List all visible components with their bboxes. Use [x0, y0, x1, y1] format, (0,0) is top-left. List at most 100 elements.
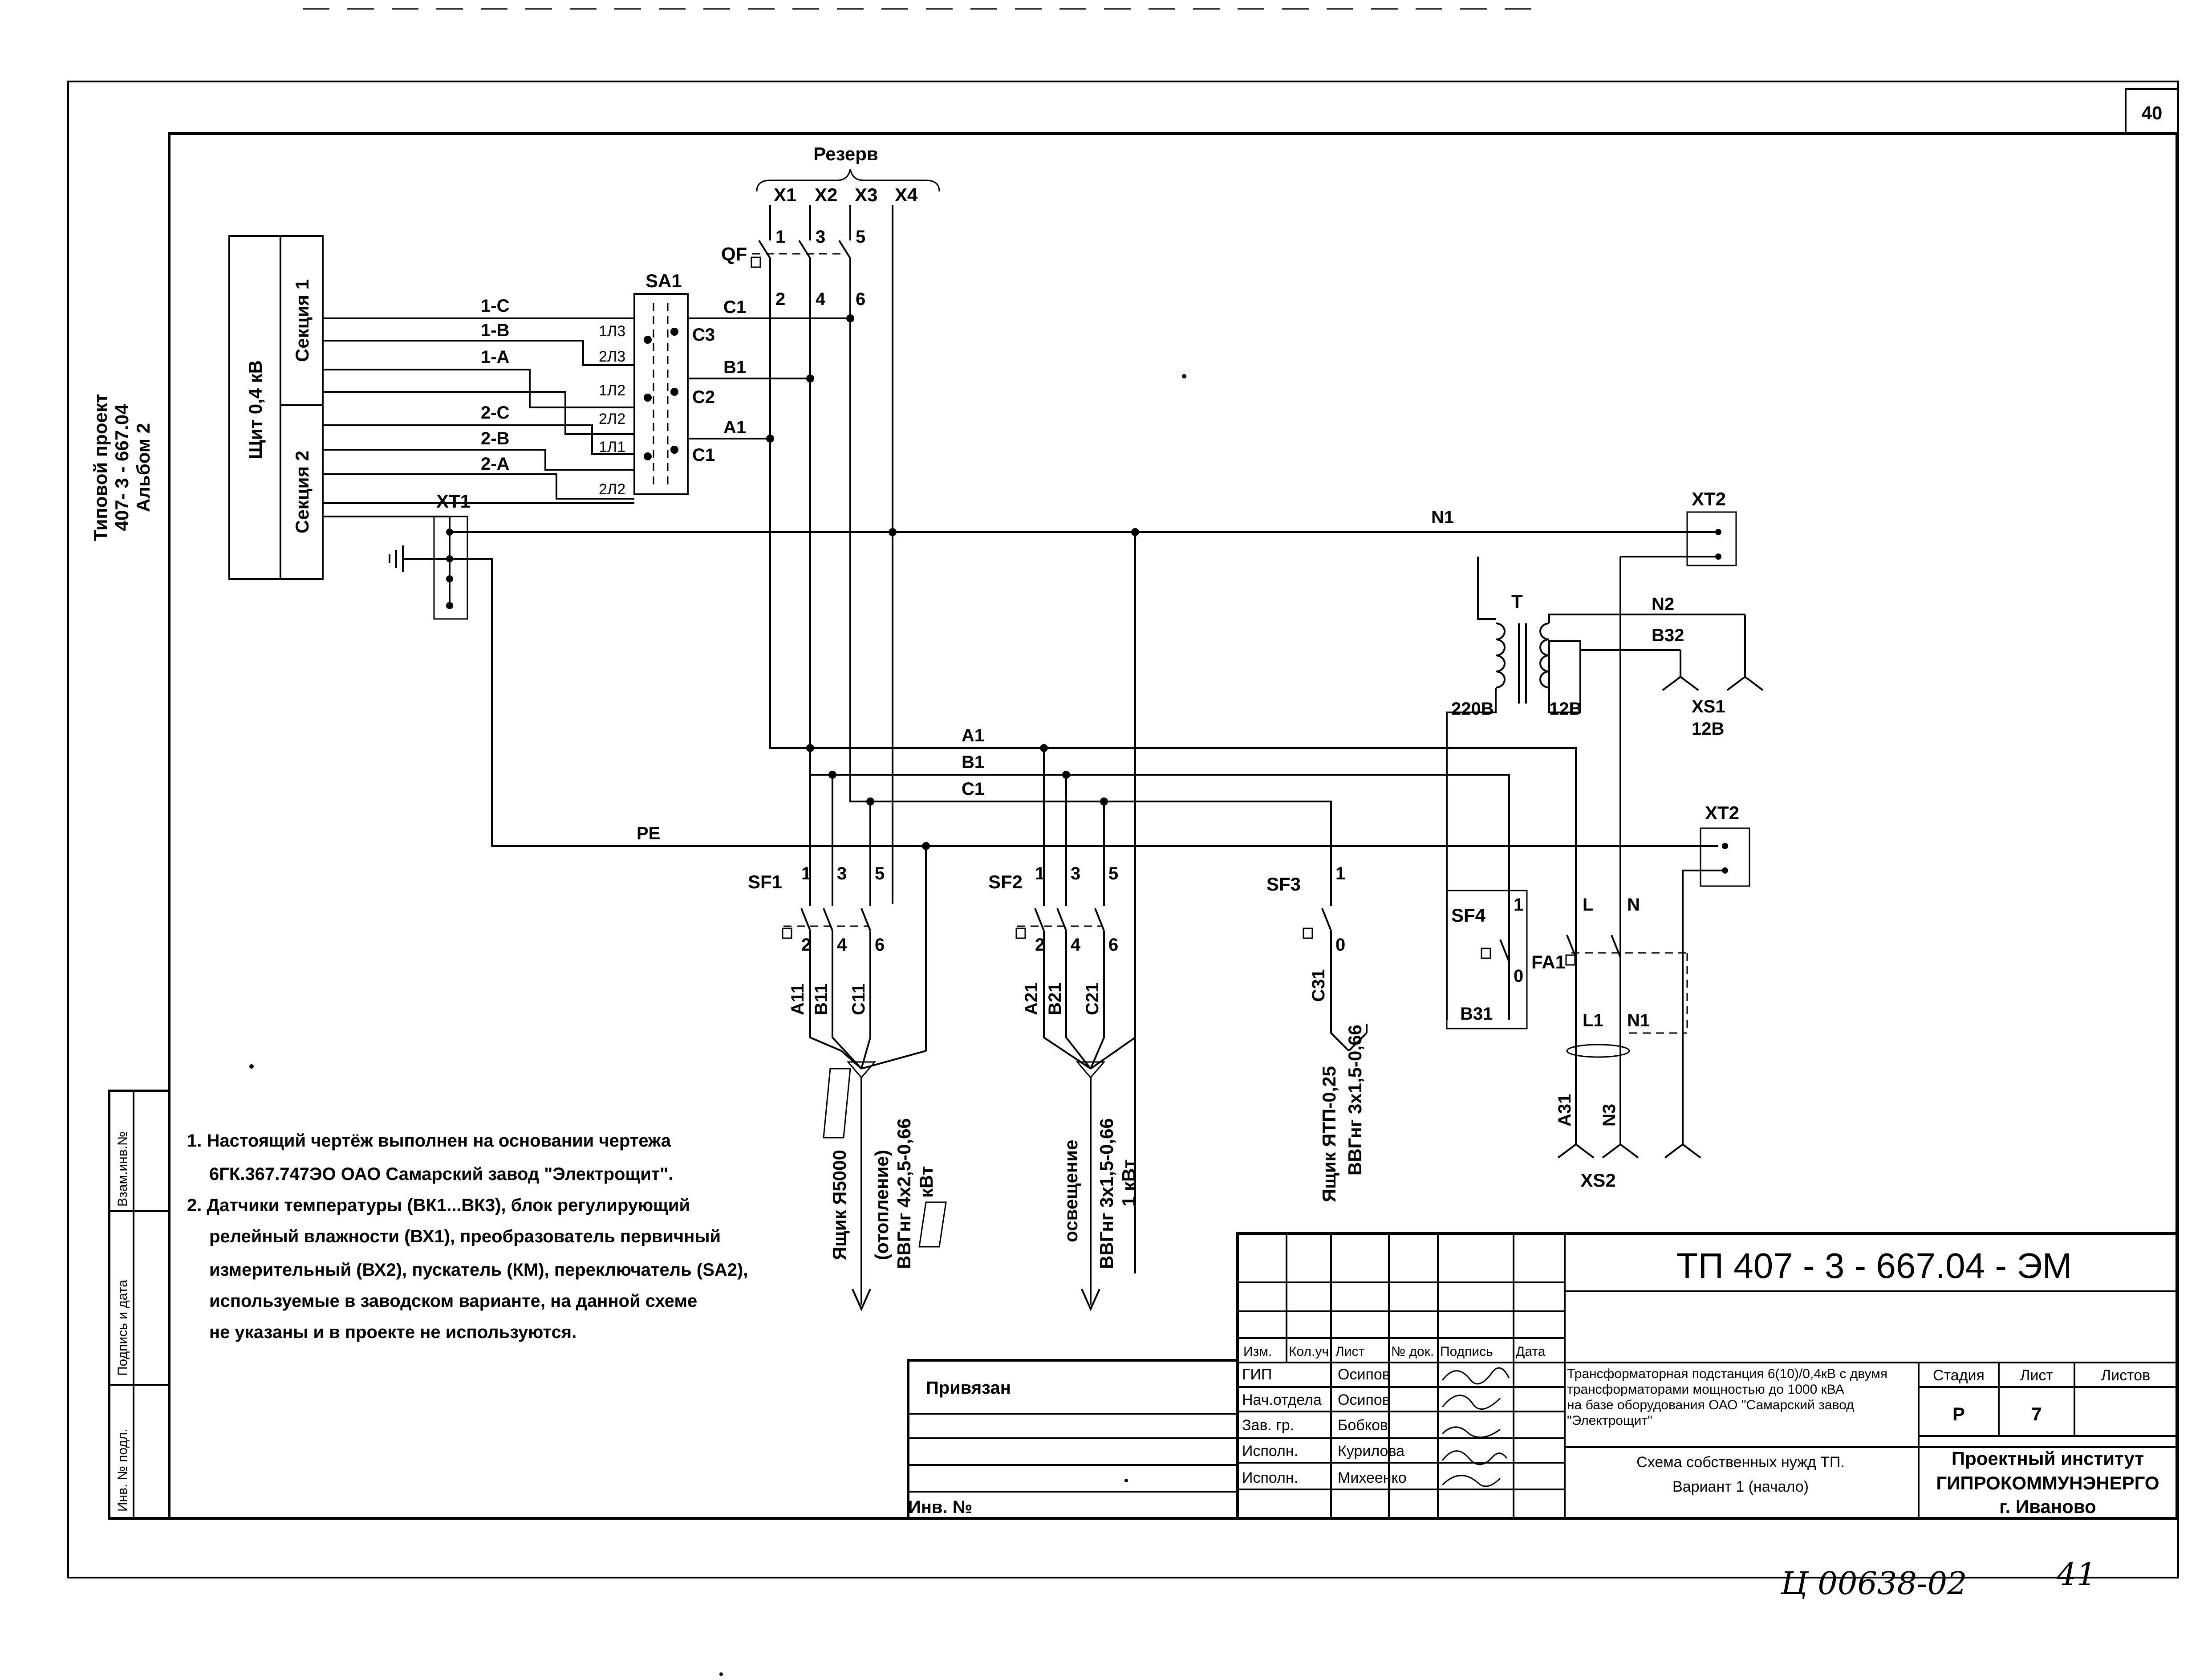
wire-2a: 2-А — [481, 454, 509, 474]
xt2-top-label: ХТ2 — [1692, 488, 1726, 509]
institute-line3: г. Иваново — [1999, 1496, 2096, 1517]
desc-line4: "Электрощит" — [1567, 1413, 1652, 1428]
pe-label: РЕ — [637, 824, 660, 843]
xs1-label: XS1 — [1692, 697, 1725, 716]
v12-label: 12В — [1549, 699, 1582, 719]
col-izm: Изм. — [1243, 1344, 1272, 1359]
switchboard-0-4kv — [228, 235, 324, 580]
cable-light-power: 1 кВт — [1118, 1159, 1139, 1207]
bus-a1: А1 — [962, 726, 984, 745]
cable-heat-type: ВВГнг 4х2,5-0,66 — [893, 1118, 914, 1269]
v220-label: 220В — [1451, 699, 1494, 719]
b32-label: В32 — [1652, 626, 1684, 645]
socket-xs1 — [1662, 614, 1764, 691]
role-gip: ГИП — [1242, 1366, 1272, 1383]
breaker-sf4 — [1446, 890, 1528, 1029]
project-label: Типовой проект 407- 3 - 667.04 Альбом 2 — [90, 394, 154, 541]
sa1-c3: С3 — [692, 325, 715, 345]
sheet-value: 7 — [2031, 1403, 2042, 1424]
institute-line1: Проектный институт — [1952, 1448, 2144, 1469]
xt2-bottom-label: ХТ2 — [1705, 802, 1739, 823]
sf2-t4: 4 — [1071, 935, 1081, 955]
sheet-header: Лист — [2020, 1367, 2053, 1384]
sf4-label: SF4 — [1451, 905, 1486, 926]
stamp-inv-orig: Инв. № подл. — [115, 1428, 130, 1512]
qf-t3: 3 — [816, 227, 825, 247]
scan-specks — [249, 374, 1186, 1676]
institute-line2: ГИПРОКОММУНЭНЕРГО — [1936, 1473, 2159, 1493]
svg-text:релейный влажности (ВХ1), прео: релейный влажности (ВХ1), преобразовател… — [209, 1227, 721, 1246]
qf-t1: 1 — [775, 227, 785, 247]
wire-1l2: 1Л2 — [599, 382, 625, 399]
sheet-number: 40 — [2142, 102, 2163, 123]
terminal-xt2-top — [1619, 511, 1737, 957]
cable-box-ytp: Ящик ЯТП-0,25 — [1319, 1066, 1339, 1202]
n1-label: N1 — [1431, 508, 1454, 527]
drawing-frame — [67, 81, 2179, 1578]
cable-heat-box: Ящик Я5000 — [829, 1150, 850, 1260]
breaker-qf — [751, 205, 893, 904]
inv-label: Инв. № — [908, 1497, 972, 1517]
sf1-b11: В11 — [812, 984, 831, 1015]
desc-line1: Трансформаторная подстанция 6(10)/0,4кВ … — [1567, 1367, 1887, 1381]
sf1-t1: 1 — [801, 864, 811, 883]
terminal-xt1 — [323, 516, 468, 620]
scheme-title: Схема собственных нужд ТП. — [1636, 1454, 1845, 1471]
desc-line2: трансформаторами мощностью до 1000 кВА — [1567, 1382, 1844, 1397]
fa1-l1: L1 — [1583, 1011, 1603, 1030]
col-doc: № док. — [1391, 1344, 1434, 1359]
cable-heat-purpose: (отопление) — [871, 1150, 892, 1260]
heating-annotation — [823, 1068, 947, 1248]
sf2-b21: В21 — [1045, 983, 1065, 1015]
switchboard-title: Щит 0,4 кВ — [245, 360, 266, 459]
out-c1: С1 — [723, 297, 746, 317]
svg-text:не указаны и в проекте не испо: не указаны и в проекте не используются. — [209, 1322, 576, 1342]
name-1: Осипов — [1338, 1366, 1390, 1383]
sf2-label: SF2 — [988, 871, 1023, 892]
sf1-t5: 5 — [875, 864, 885, 883]
fa1-l: L — [1583, 895, 1593, 915]
sf1-c11: С11 — [849, 984, 869, 1015]
sf3-t1: 1 — [1335, 864, 1345, 883]
fa1-a31: А31 — [1555, 1094, 1575, 1127]
sf4-t1: 1 — [1514, 895, 1523, 915]
xs1-voltage: 12В — [1692, 719, 1724, 739]
svg-text:Альбом 2: Альбом 2 — [133, 423, 154, 512]
wire-1a: 1-А — [481, 347, 509, 367]
col-kol: Кол.уч. — [1289, 1344, 1332, 1359]
role-exec2: Исполн. — [1242, 1469, 1298, 1486]
bus-b1: В1 — [962, 753, 984, 772]
name-4: Курилова — [1338, 1443, 1404, 1460]
qf-t4: 4 — [816, 289, 826, 309]
name-5: Михеенко — [1338, 1469, 1407, 1486]
svg-text:измерительный (ВХ2), пускатель: измерительный (ВХ2), пускатель (КМ), пер… — [209, 1260, 748, 1280]
out-b1: В1 — [723, 358, 746, 377]
xs2-label: XS2 — [1580, 1170, 1615, 1191]
rcd-fa1 — [1557, 917, 1701, 1159]
section-wires — [323, 317, 634, 504]
sf1-label: SF1 — [748, 871, 782, 892]
sf3-label: SF3 — [1266, 874, 1301, 895]
notes: 1. Настоящий чертёж выполнен на основани… — [187, 1131, 748, 1342]
stage-value: Р — [1952, 1403, 1965, 1424]
fa1-n: N — [1627, 895, 1640, 915]
sf4-t0: 0 — [1514, 966, 1523, 986]
terminal-x3: Х3 — [855, 184, 877, 205]
sf2-a21: А21 — [1022, 983, 1041, 1015]
wire-2b: 2-В — [481, 429, 509, 448]
transformer-label: Т — [1511, 591, 1523, 612]
qf-label: QF — [721, 244, 747, 264]
sf1-a11: А11 — [788, 984, 808, 1015]
sf1-t2: 2 — [801, 935, 811, 955]
sheets-header: Листов — [2101, 1367, 2150, 1384]
handwritten-page: 41 — [2056, 1556, 2096, 1593]
stamp-replaced-inv: Взам.инв.№ — [115, 1131, 130, 1207]
wire-1b: 1-В — [481, 321, 509, 340]
reserve-label: Резерв — [813, 143, 878, 164]
sa1-label: SA1 — [645, 270, 682, 291]
sf2-t5: 5 — [1108, 864, 1118, 883]
fa1-n1: N1 — [1627, 1011, 1650, 1030]
doc-code: ТП 407 - 3 - 667.04 - ЭМ — [1676, 1246, 2072, 1285]
sf3-t0: 0 — [1335, 935, 1345, 955]
